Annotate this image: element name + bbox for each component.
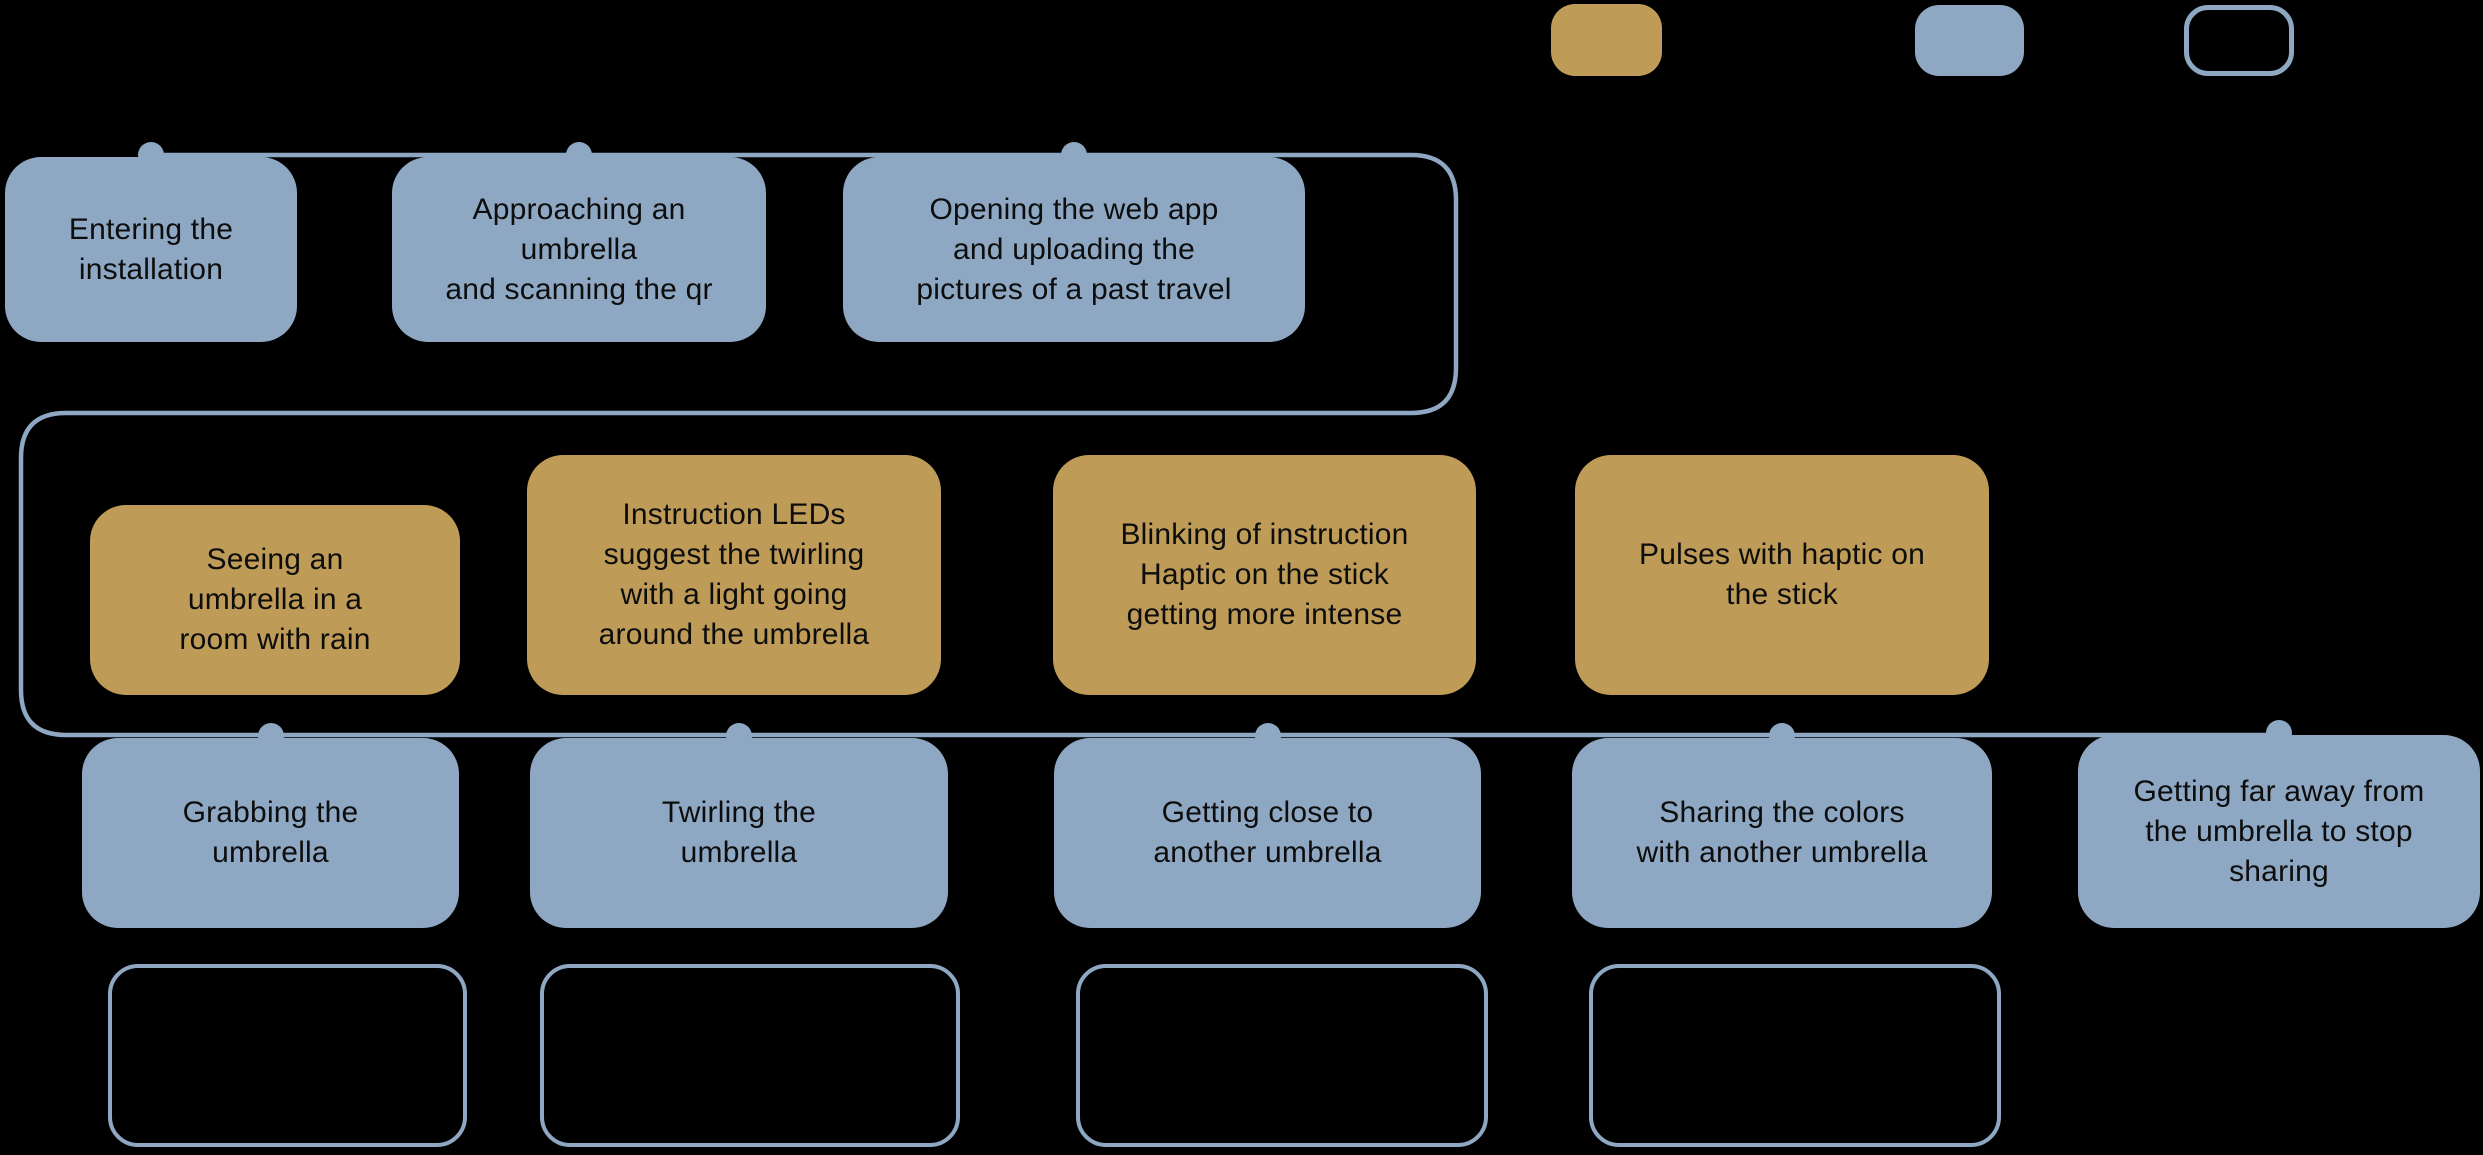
action-label: Getting close to another umbrella [1153,796,1382,869]
connector-dot [726,723,752,749]
step-label: Opening the web app and uploading the pi… [916,192,1232,306]
action-getting-close: Getting close to another umbrella [1054,723,1481,928]
legend-blue-swatch [1915,5,2024,76]
connector-dot [1254,723,1281,749]
connector-dot [1061,142,1087,168]
empty-placeholder-box [108,964,467,1147]
action-sharing-colors: Sharing the colors with another umbrella [1572,723,1992,928]
feedback-label: Seeing an umbrella in a room with rain [179,543,371,656]
connector-dot [566,142,592,168]
journey-step-entering: Entering the installation [5,142,297,342]
journey-step-approaching: Approaching an umbrella and scanning the… [392,142,766,342]
system-feedback-seeing-umbrella: Seeing an umbrella in a room with rain [90,505,460,695]
action-label: Grabbing the umbrella [182,796,359,869]
connector-dot [2266,720,2292,746]
legend-outline-swatch [2184,5,2294,76]
step-label: Entering the installation [68,212,234,286]
feedback-label: Blinking of instruction Haptic on the st… [1120,518,1409,631]
empty-placeholder-box [1076,964,1488,1147]
journey-step-webapp: Opening the web app and uploading the pi… [843,142,1305,342]
action-getting-far-away: Getting far away from the umbrella to st… [2078,720,2480,928]
action-label: Sharing the colors with another umbrella [1636,796,1928,869]
connector-dot [1769,723,1795,749]
action-label: Getting far away from the umbrella to st… [2133,774,2425,888]
system-feedback-pulses-haptic: Pulses with haptic on the stick [1575,455,1989,695]
action-grabbing: Grabbing the umbrella [82,723,459,928]
feedback-label: Pulses with haptic on the stick [1638,538,1926,611]
system-feedback-instruction-leds: Instruction LEDs suggest the twirling wi… [527,455,941,695]
empty-placeholder-box [1589,964,2001,1147]
step-label: Approaching an umbrella and scanning the… [445,192,713,306]
feedback-label: Instruction LEDs suggest the twirling wi… [598,498,870,651]
empty-placeholder-box [540,964,960,1147]
system-feedback-blinking-haptic: Blinking of instruction Haptic on the st… [1053,455,1476,695]
connector-dot [138,142,164,168]
legend-gold-swatch [1551,4,1662,76]
action-twirling: Twirling the umbrella [530,723,948,928]
connector-dot [257,723,284,749]
action-label: Twirling the umbrella [661,796,817,869]
